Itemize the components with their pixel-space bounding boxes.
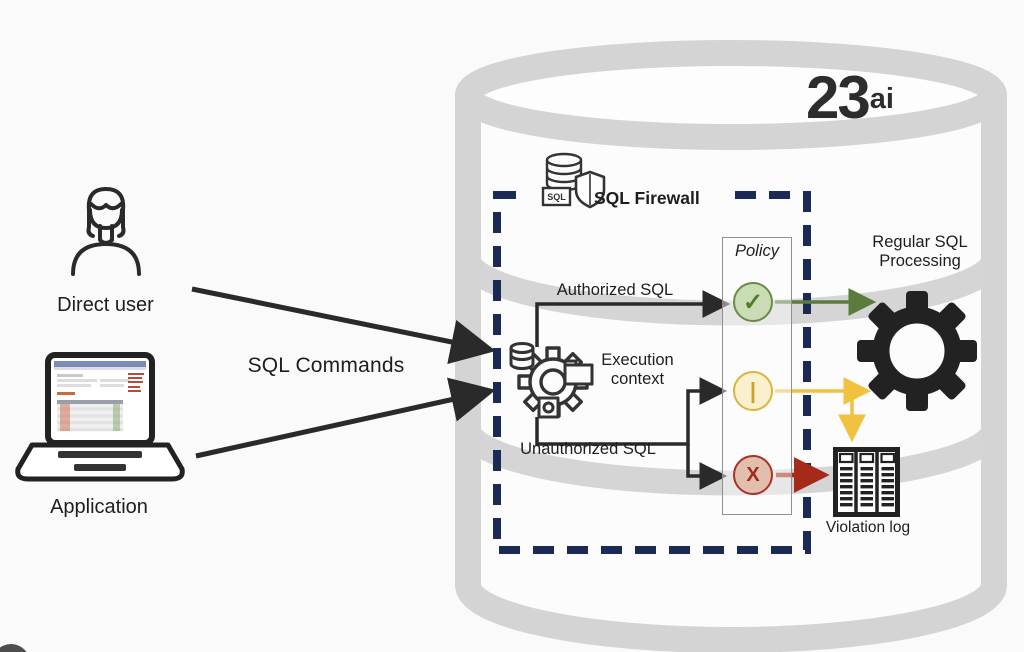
sql-commands-arrows (191, 286, 496, 459)
sql-firewall-icon: SQL (541, 152, 606, 209)
version-suffix: ai (869, 82, 894, 115)
regular-sql-processing-label: Regular SQL Processing (872, 233, 968, 271)
authorized-sql-label: Authorized SQL (556, 281, 674, 299)
gear-icon (857, 291, 977, 411)
policy-title: Policy (734, 242, 779, 260)
laptop-icon (15, 352, 185, 482)
sql-commands-label: SQL Commands (247, 354, 405, 377)
violation-log-icon (833, 447, 900, 517)
direct-user-label: Direct user (57, 294, 154, 316)
block-icon: X (733, 455, 773, 495)
application-label: Application (50, 496, 148, 518)
sql-firewall-title: SQL Firewall (594, 188, 700, 208)
version-number: 23 (806, 64, 871, 131)
monitor-icon: | (733, 371, 773, 411)
unauthorized-path-block (686, 444, 728, 490)
laptop-screen-content (54, 361, 146, 432)
authorized-path (535, 290, 731, 347)
allow-icon: ✓ (733, 282, 773, 322)
person-icon (71, 187, 141, 276)
execution-context-label: Execution context (601, 351, 674, 389)
execution-context-icon (509, 342, 594, 419)
corner-dot (0, 644, 30, 652)
sql-tag-label: SQL (547, 192, 566, 202)
unauthorized-sql-label: Unauthorized SQL (520, 440, 656, 458)
database-version: 23ai (806, 68, 894, 128)
violation-log-label: Violation log (825, 519, 911, 536)
